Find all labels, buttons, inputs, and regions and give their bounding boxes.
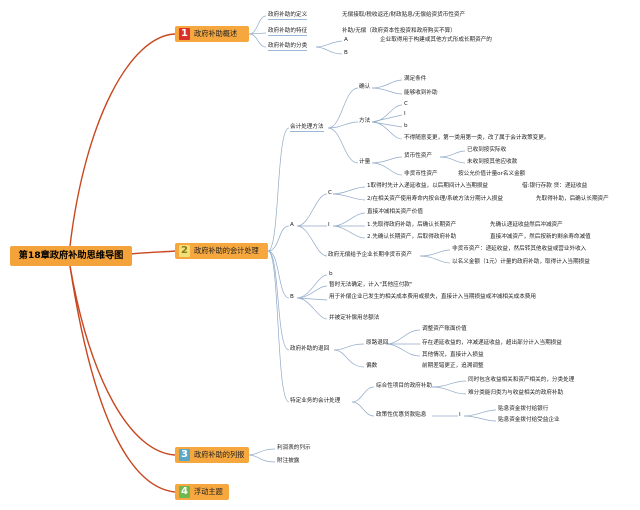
node-received[interactable]: 已收到按实际收 xyxy=(467,147,507,153)
node-special-business[interactable]: 特定业务的会计处理 xyxy=(290,398,341,404)
node-penalty[interactable]: 偏数 xyxy=(366,363,378,369)
topic-label: 政府补助概述 xyxy=(194,29,238,38)
node-approach[interactable]: 方法 xyxy=(359,118,371,124)
node-comprehensive-1[interactable]: 同时包含收益相关和资产相关的，分类处理 xyxy=(468,377,575,383)
node-a-i-2-entry[interactable]: 直接冲减资产，然后按新的剩余寿命减值 xyxy=(490,234,591,240)
node-a-c[interactable]: C xyxy=(328,190,332,196)
node-a-c-2-entry[interactable]: 先取得补助，后确认长期资产 xyxy=(536,196,609,202)
node-b-0[interactable]: b xyxy=(329,271,333,277)
topic-number-badge: 3 xyxy=(179,449,190,461)
node-condition-2[interactable]: 能够收到补助 xyxy=(404,90,438,96)
node-a-non-monetary[interactable]: 政府无偿给予企业长期非货币资产 xyxy=(328,252,412,258)
node-b-2[interactable]: 用于补偿企业已发生的相关成本费用或损失，直接计入当期损益或冲减相关成本费用 xyxy=(329,294,536,300)
topic-number-badge: 1 xyxy=(179,28,190,40)
node-original-route[interactable]: 原路退回 xyxy=(366,340,389,346)
topic-floating[interactable]: 4 浮动主题 xyxy=(175,484,229,500)
node-non-monetary-asset[interactable]: 非货币性资产 xyxy=(404,171,438,177)
node-discount-loan[interactable]: 政策性优惠贷款贴息 xyxy=(376,412,427,418)
node-a-c-1-entry[interactable]: 借:银行存款 贷：递延收益 xyxy=(522,183,588,189)
node-receivable[interactable]: 未收到按其他应收款 xyxy=(467,159,518,165)
node-a-non-monetary-2[interactable]: 以名义金额（1元）计量的政府补助，取得计入当期损益 xyxy=(452,259,590,265)
node-definition[interactable]: 政府补助的定义 xyxy=(268,12,308,20)
node-category-a-value[interactable]: 企业取得用于构建或其他方式形成长期资产的 xyxy=(380,37,492,43)
node-approach-b[interactable]: b xyxy=(404,123,408,129)
node-category-b[interactable]: B xyxy=(344,50,348,56)
topic-presentation[interactable]: 3 政府补助的列报 xyxy=(175,447,249,463)
node-a-i-2[interactable]: 2.先确认长期资产，后取得政府补助 xyxy=(367,234,457,240)
node-condition-1[interactable]: 满足条件 xyxy=(404,76,427,82)
node-approach-c[interactable]: C xyxy=(404,101,408,107)
node-features-value[interactable]: 补助/无偿（政府资本性投资和政府购买不算） xyxy=(342,28,456,34)
topic-overview[interactable]: 1 政府补助概述 xyxy=(175,26,249,42)
node-categories[interactable]: 政府补助的分类 xyxy=(268,43,308,51)
node-features[interactable]: 政府补助的特征 xyxy=(268,28,308,36)
node-a-c-1[interactable]: 1取得时先计入递延收益，以后期间计入当期损益 xyxy=(367,183,489,189)
node-a-i-1-entry[interactable]: 先确认递延收益然后冲减资产 xyxy=(490,222,563,228)
node-discount-2[interactable]: 贴息资金拨付给受益企业 xyxy=(498,417,560,423)
node-income-statement[interactable]: 利润表的列示 xyxy=(277,445,311,451)
node-a-non-monetary-1[interactable]: 非货币资产：递延收益，然后转其他收益或营业外收入 xyxy=(452,246,587,252)
node-comprehensive-2[interactable]: 难分类能归类为与收益相关的政府补助 xyxy=(468,390,564,396)
node-notes-disclosure[interactable]: 附注披露 xyxy=(277,458,300,464)
node-b-3[interactable]: 并被定补偿用总额法 xyxy=(329,315,380,321)
node-approach-note[interactable]: 不得随意变更，第一类用第一类，改了属于会计政策变更。 xyxy=(404,135,550,141)
node-a-i-0[interactable]: 直接冲减相关资产价值 xyxy=(367,209,423,215)
node-definition-value[interactable]: 无偿接取/税收返还/财政贴息/无偿给资货币性资产 xyxy=(342,12,466,18)
node-fair-value[interactable]: 按公允价值计量or名义金额 xyxy=(458,171,526,177)
topic-number-badge: 4 xyxy=(179,486,190,498)
node-comprehensive[interactable]: 综合性项目的政府补助 xyxy=(376,383,432,389)
topic-number-badge: 2 xyxy=(179,245,190,257)
node-refund-3[interactable]: 其他情况，直接计入损益 xyxy=(422,352,484,358)
root-topic[interactable]: 第18章政府补助思维导图 xyxy=(10,246,132,266)
topic-label: 政府补助的列报 xyxy=(194,450,245,459)
node-a-i-1[interactable]: 1.先取得政府补助，后确认长期资产 xyxy=(367,222,457,228)
node-discount-i[interactable]: I xyxy=(459,412,461,418)
node-a-i[interactable]: I xyxy=(328,222,330,228)
node-b[interactable]: B xyxy=(290,294,294,300)
node-b-1[interactable]: 暂时无法确定，计入"其他应付款" xyxy=(329,282,413,288)
node-refund[interactable]: 政府补助的退回 xyxy=(290,346,330,352)
node-refund-1[interactable]: 调整资产账面价值 xyxy=(422,326,467,332)
topic-accounting[interactable]: 2 政府补助的会计处理 xyxy=(175,243,268,259)
node-a[interactable]: A xyxy=(290,222,294,228)
node-refund-2[interactable]: 存在递延收益的，冲减递延收益，超出部分计入当期损益 xyxy=(422,340,562,346)
node-category-a[interactable]: A xyxy=(344,37,348,43)
node-recognition[interactable]: 确认 xyxy=(359,84,371,90)
node-approach-i[interactable]: I xyxy=(404,111,406,117)
node-discount-1[interactable]: 贴息资金拨付给银行 xyxy=(498,406,549,412)
node-a-c-2[interactable]: 2/在相关资产使用寿命内按合理/系统方法分期计入损益 xyxy=(367,196,503,202)
topic-label: 政府补助的会计处理 xyxy=(194,246,259,255)
node-penalty-value[interactable]: 前期差错更正，追溯调整 xyxy=(422,363,484,369)
node-accounting-method[interactable]: 会计处理方法 xyxy=(290,124,324,132)
node-measurement[interactable]: 计量 xyxy=(359,159,371,165)
node-monetary-asset[interactable]: 货币性资产 xyxy=(404,153,432,159)
topic-label: 浮动主题 xyxy=(194,487,223,496)
